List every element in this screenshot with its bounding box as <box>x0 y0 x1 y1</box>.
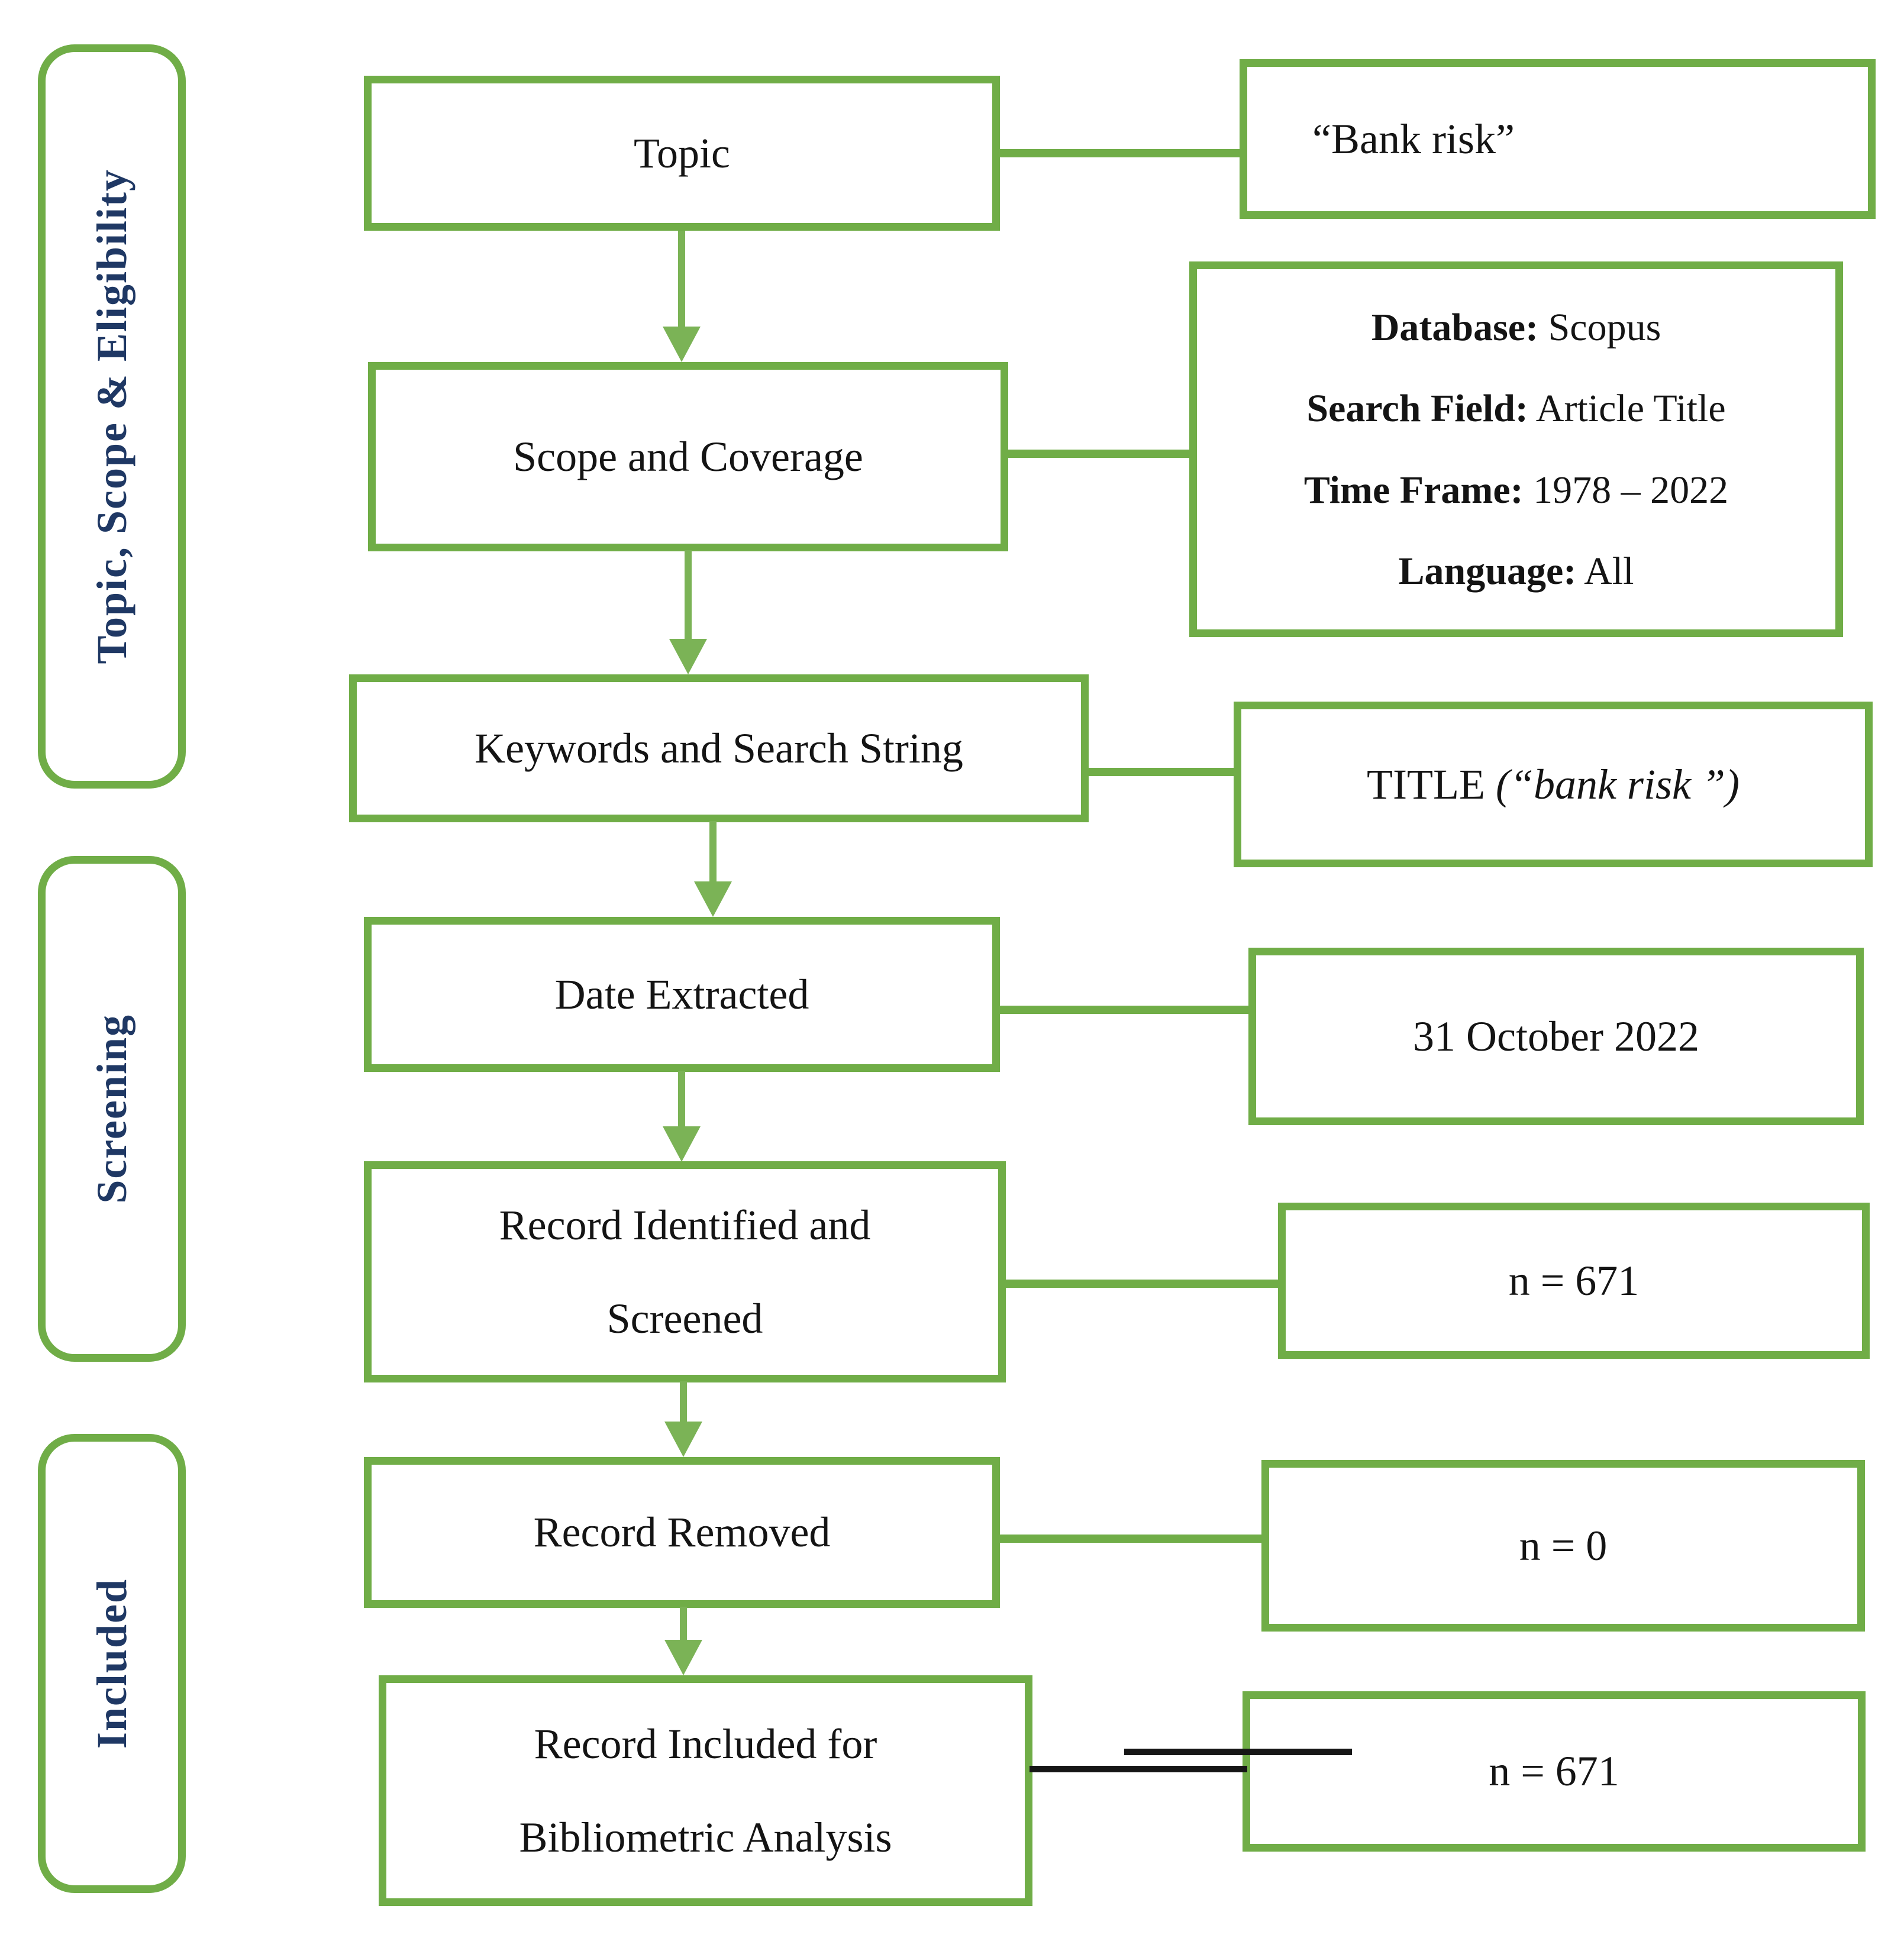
arrow-removed-to-included-head <box>664 1640 702 1675</box>
flow-box-date-extracted: Date Extracted <box>364 917 1000 1072</box>
flow-box-keywords-search-string: Keywords and Search String <box>349 674 1089 822</box>
annotation-n-included: n = 671 <box>1243 1691 1866 1852</box>
detail-database-label: Database: <box>1371 306 1539 350</box>
flow-box-record-removed-label: Record Removed <box>533 1508 831 1556</box>
detail-time-frame: Time Frame: 1978 – 2022 <box>1304 467 1728 513</box>
connector-keywords-search-string <box>1087 768 1234 776</box>
detail-time-frame-label: Time Frame: <box>1303 468 1524 512</box>
connector-scope-details <box>1008 450 1189 458</box>
arrow-record-identified-to-removed-stem <box>680 1381 687 1423</box>
search-string-normal: TITLE <box>1367 760 1496 808</box>
arrow-record-identified-to-removed-head <box>664 1422 702 1457</box>
arrow-scope-to-keywords-stem <box>685 550 692 640</box>
annotation-bank-risk-text: “Bank risk” <box>1312 115 1515 163</box>
arrow-topic-to-scope-head <box>663 327 701 362</box>
arrow-topic-to-scope-stem <box>678 231 685 328</box>
annotation-bank-risk: “Bank risk” <box>1240 59 1876 219</box>
stage-label-included: Included <box>88 1578 135 1749</box>
stage-screening: Screening <box>38 856 186 1362</box>
connector-record-included-n671-lower <box>1030 1766 1247 1772</box>
connector-date-extracted <box>999 1006 1248 1014</box>
arrow-scope-to-keywords-head <box>669 639 707 674</box>
flow-box-scope-label: Scope and Coverage <box>513 432 863 480</box>
annotation-search-string-text: TITLE (“bank risk ”) <box>1367 759 1740 810</box>
stage-label-screening: Screening <box>88 1014 135 1204</box>
detail-database-value: Scopus <box>1538 306 1661 350</box>
flow-box-record-included-line1: Record Included for <box>534 1720 877 1768</box>
arrow-removed-to-included-stem <box>680 1607 687 1641</box>
flow-box-record-included-line2: Bibliometric Analysis <box>519 1814 892 1861</box>
stage-label-topic-scope-eligibility: Topic, Scope & Eligibility <box>88 169 135 664</box>
detail-database: Database: Scopus <box>1371 304 1661 351</box>
flow-box-topic: Topic <box>364 76 1000 231</box>
detail-search-field-label: Search Field: <box>1306 387 1528 431</box>
detail-search-field: Search Field: Article Title <box>1306 385 1725 432</box>
annotation-n-identified: n = 671 <box>1278 1203 1870 1359</box>
connector-record-identified-n671 <box>1005 1280 1278 1288</box>
annotation-scope-details: Database: Scopus Search Field: Article T… <box>1189 261 1843 637</box>
detail-language: Language: All <box>1399 548 1634 595</box>
flow-box-record-identified-screened: Record Identified and Screened <box>364 1161 1006 1382</box>
stage-topic-scope-eligibility: Topic, Scope & Eligibility <box>38 44 186 789</box>
annotation-date-extracted-text: 31 October 2022 <box>1413 1012 1699 1060</box>
arrow-keywords-to-date-stem <box>709 821 717 883</box>
detail-language-value: All <box>1576 549 1634 593</box>
arrow-date-to-record-identified-stem <box>678 1071 685 1128</box>
annotation-n-included-text: n = 671 <box>1489 1747 1619 1795</box>
flow-box-record-included: Record Included for Bibliometric Analysi… <box>379 1675 1032 1906</box>
stage-included: Included <box>38 1434 186 1893</box>
flow-box-keywords-label: Keywords and Search String <box>475 724 963 772</box>
detail-time-frame-value: 1978 – 2022 <box>1523 468 1729 512</box>
annotation-n-identified-text: n = 671 <box>1508 1256 1640 1304</box>
flow-box-date-extracted-label: Date Extracted <box>554 970 809 1018</box>
arrow-date-to-record-identified-head <box>663 1126 701 1162</box>
connector-record-included-n671-upper <box>1124 1749 1352 1755</box>
flow-box-record-removed: Record Removed <box>364 1457 1000 1608</box>
flow-box-record-identified-line2: Screened <box>606 1295 763 1342</box>
flow-box-record-identified-line1: Record Identified and <box>499 1201 871 1249</box>
connector-record-removed-n0 <box>999 1535 1261 1543</box>
annotation-search-string: TITLE (“bank risk ”) <box>1234 702 1873 867</box>
search-string-italic: (“bank risk ”) <box>1495 760 1740 808</box>
connector-topic-bank-risk <box>1000 149 1240 157</box>
detail-search-field-value: Article Title <box>1528 387 1726 431</box>
flow-box-scope-and-coverage: Scope and Coverage <box>368 362 1008 551</box>
detail-language-label: Language: <box>1398 549 1577 593</box>
annotation-n-removed: n = 0 <box>1261 1460 1865 1632</box>
flow-box-topic-label: Topic <box>634 129 730 177</box>
arrow-keywords-to-date-head <box>694 881 732 917</box>
annotation-n-removed-text: n = 0 <box>1519 1521 1608 1569</box>
annotation-date-extracted: 31 October 2022 <box>1248 948 1864 1125</box>
